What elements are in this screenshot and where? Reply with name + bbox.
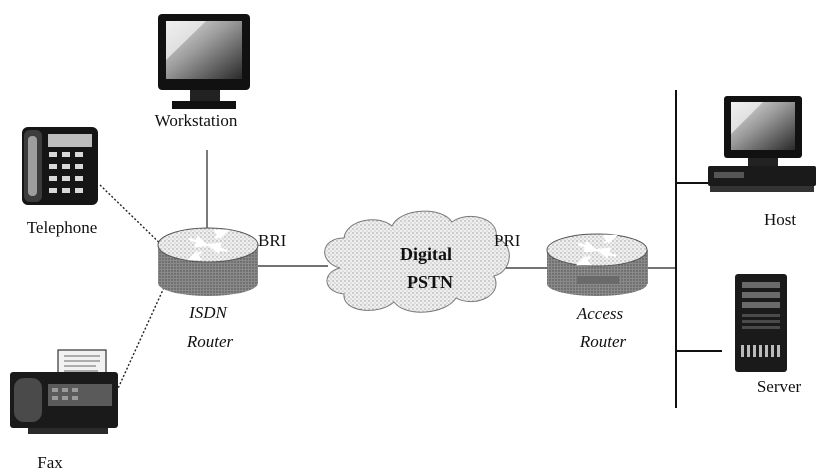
server-label: Server (757, 377, 802, 396)
telephone-link (99, 184, 173, 256)
router-icon (157, 227, 259, 296)
cloud-label-line2: PSTN (407, 272, 453, 292)
isdn-router-label-line2: Router (186, 332, 234, 351)
desktop-computer-icon (708, 96, 816, 192)
fax-icon (10, 349, 118, 434)
telephone-label: Telephone (27, 218, 98, 237)
tower-server-icon (735, 274, 787, 372)
access-router-label-line2: Router (579, 332, 627, 351)
connections (99, 90, 722, 408)
fax-label: Fax (37, 453, 63, 472)
monitor-icon (158, 14, 250, 109)
workstation-label: Workstation (155, 111, 238, 130)
telephone-icon (22, 127, 98, 205)
access-router-label-line1: Access (576, 304, 624, 323)
cloud-icon (324, 210, 510, 313)
bri-label: BRI (258, 231, 287, 250)
isdn-router-label-line1: ISDN (188, 303, 228, 322)
host-label: Host (764, 210, 796, 229)
pri-label: PRI (494, 231, 521, 250)
fax-link (114, 269, 173, 396)
cloud-label-line1: Digital (400, 244, 452, 264)
router-icon (546, 233, 648, 296)
